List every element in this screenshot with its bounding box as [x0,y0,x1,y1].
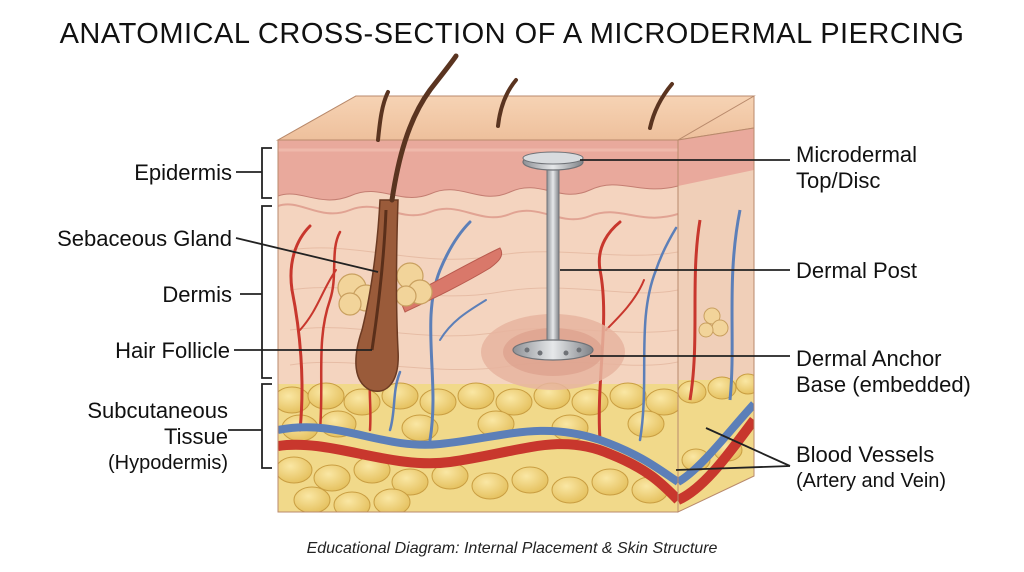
label-microdermal-top-disc: Microdermal Top/Disc [796,142,1016,194]
label-vessels-line1: Blood Vessels [796,442,935,467]
label-anchor-line2: Base (embedded) [796,372,971,397]
label-epidermis: Epidermis [134,160,232,185]
label-dermal-post: Dermal Post [796,258,918,283]
label-top-disc-line2: Top/Disc [796,168,881,193]
label-sebaceous-gland: Sebaceous Gland [57,226,232,251]
diagram-caption: Educational Diagram: Internal Placement … [306,540,718,557]
label-subcutaneous-line2: Tissue [164,424,228,449]
label-dermal-anchor-base: Dermal Anchor Base (embedded) [796,346,1016,398]
surface-hairs [376,53,674,203]
label-blood-vessels: Blood Vessels (Artery and Vein) [796,442,1016,494]
label-vessels-line2: (Artery and Vein) [796,470,947,492]
label-subcutaneous-line3: (Hypodermis) [107,452,228,474]
layer-brackets [261,147,272,469]
label-hair-follicle: Hair Follicle [115,338,230,363]
label-dermis: Dermis [162,282,232,307]
diagram-title: ANATOMICAL CROSS-SECTION OF A MICRODERMA… [59,18,965,50]
label-subcutaneous-tissue: Subcutaneous Tissue (Hypodermis) [40,398,228,476]
label-top-disc-line1: Microdermal [796,142,918,167]
leader-lines [228,159,791,471]
label-subcutaneous-line1: Subcutaneous [87,398,228,423]
microdermal-jewelry [512,151,594,361]
label-anchor-line1: Dermal Anchor [796,346,942,371]
hair-follicle [355,199,399,392]
